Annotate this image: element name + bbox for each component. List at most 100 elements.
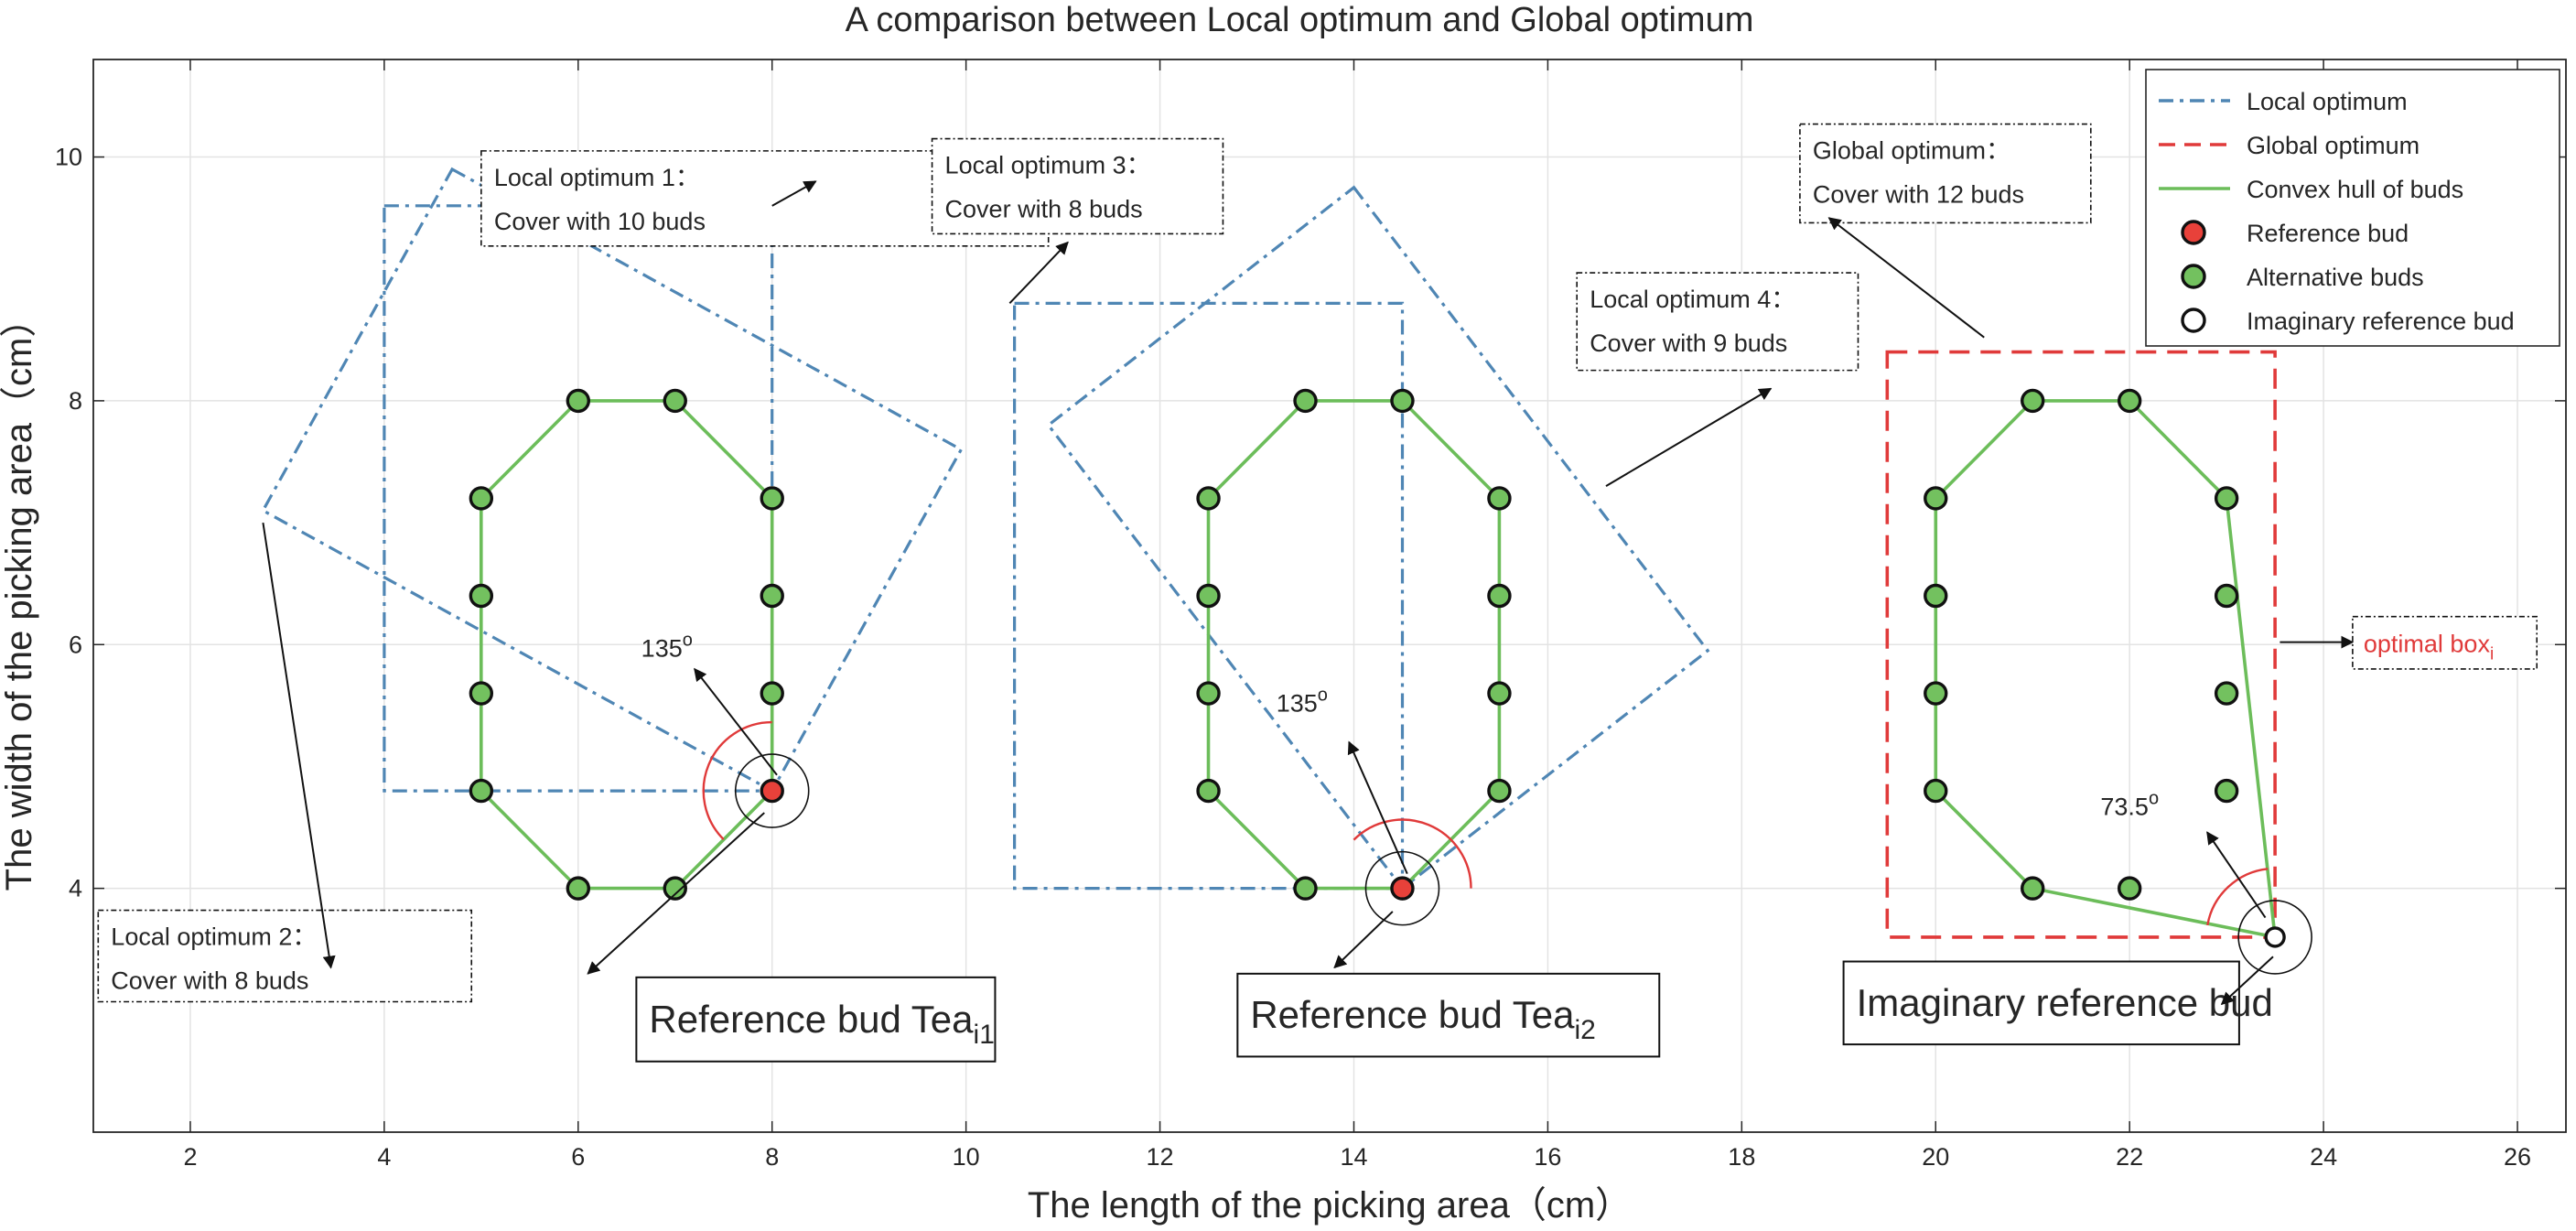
x-tick-label: 4 [377, 1143, 391, 1171]
alternative-bud-point [1924, 583, 1948, 609]
alternative-bud-point [2117, 876, 2142, 901]
annotation-subscript: i [2490, 644, 2494, 664]
alternative-bud-point [1487, 778, 1512, 804]
y-tick-label: 8 [69, 387, 82, 415]
alternative-bud-point [663, 388, 687, 414]
alternative-bud-point [1487, 583, 1512, 609]
annotation-box-ob [2352, 615, 2538, 670]
annotation-text-go: Cover with 12 buds [1813, 181, 2024, 209]
alternative-bud-point [1196, 778, 1221, 804]
reference-label-subscript: i2 [1574, 1015, 1595, 1045]
annotation-box-lo3 [931, 137, 1224, 235]
alternative-bud-point [760, 681, 784, 706]
alternative-bud-point [566, 388, 591, 414]
alternative-bud-point [1293, 876, 1318, 901]
annotations: Local optimum 1：Cover with 10 budsLocal … [97, 123, 2538, 1063]
x-tick-label: 8 [765, 1143, 779, 1171]
y-tick-label: 6 [69, 631, 82, 658]
alternative-bud-point [2214, 681, 2239, 706]
reference-bud-ring [734, 753, 810, 828]
annotation-text-lo3: Cover with 8 buds [945, 196, 1143, 223]
reference-bud-ring [1364, 850, 1440, 926]
reference-bud-point [760, 778, 784, 804]
annotation-text-lo3: Local optimum 3： [945, 152, 1151, 179]
angle-degree: o [1318, 686, 1328, 706]
annotation-text-lo4: Local optimum 4： [1590, 286, 1795, 313]
angle-arrow-3 [2206, 831, 2267, 919]
chart-title: A comparison between Local optimum and G… [846, 1, 1754, 39]
alternative-bud-point [2214, 486, 2239, 511]
alternative-bud-point [2214, 583, 2239, 609]
alternative-bud-point [2021, 876, 2045, 901]
annotation-arrow-lo3 [1008, 241, 1069, 305]
bud-points [469, 388, 2312, 975]
reference-bud-point [1390, 876, 1415, 901]
legend-marker-6 [2181, 308, 2206, 333]
legend-label-5: Alternative buds [2247, 264, 2424, 291]
reference-label-arrow-1 [587, 812, 765, 975]
annotation-text-go: Global optimum： [1813, 137, 2010, 165]
angle-arrow-2 [1347, 740, 1408, 875]
alternative-bud-point [2214, 778, 2239, 804]
reference-label-3: Imaginary reference bud [1857, 981, 2273, 1024]
legend-label-2: Global optimum [2247, 132, 2420, 159]
x-tick-label: 10 [953, 1143, 980, 1171]
x-tick-label: 22 [2116, 1143, 2143, 1171]
angle-degree: o [683, 631, 693, 651]
alternative-bud-point [469, 681, 494, 706]
alternative-bud-point [469, 486, 494, 511]
x-tick-label: 2 [183, 1143, 197, 1171]
legend-label-1: Local optimum [2247, 88, 2408, 115]
angle-arc-2 [1353, 818, 1472, 889]
x-tick-label: 18 [1728, 1143, 1755, 1171]
y-tick-label: 10 [55, 144, 82, 171]
x-tick-label: 20 [1922, 1143, 1949, 1171]
reference-label-box-3 [1842, 960, 2240, 1046]
local-optimum-box-2 [261, 167, 964, 794]
annotation-arrow-lo2 [262, 522, 336, 969]
reference-label-subscript: i1 [974, 1020, 995, 1050]
alternative-bud-point [760, 486, 784, 511]
alternative-bud-point [663, 876, 687, 901]
alternative-bud-point [1196, 486, 1221, 511]
alternative-bud-point [1924, 778, 1948, 804]
annotation-text-lo2: Local optimum 2： [111, 923, 317, 951]
y-tick-label: 4 [69, 875, 82, 902]
reference-label-arrow-2 [1333, 911, 1394, 969]
imaginary-reference-bud-ring [2237, 900, 2312, 975]
legend-label-6: Imaginary reference bud [2247, 308, 2515, 335]
annotation-text-lo1: Cover with 10 buds [494, 208, 706, 235]
angle-label-1: 135o [641, 631, 693, 663]
legend-label-4: Reference bud [2247, 220, 2409, 247]
alternative-bud-point [2021, 388, 2045, 414]
x-tick-label: 6 [571, 1143, 585, 1171]
annotation-box-lo2 [97, 909, 473, 1003]
legend-marker-4 [2181, 220, 2206, 245]
angle-label-3: 73.5o [2100, 789, 2159, 821]
alternative-bud-point [469, 583, 494, 609]
angle-arrow-1 [694, 667, 778, 776]
annotation-text-lo4: Cover with 9 buds [1590, 329, 1787, 357]
angle-degree: o [2149, 789, 2159, 809]
alternative-bud-point [1196, 681, 1221, 706]
alternative-bud-point [1487, 681, 1512, 706]
legend-marker-5 [2181, 264, 2206, 289]
alternative-bud-point [469, 778, 494, 804]
alternative-bud-point [2117, 388, 2142, 414]
y-axis-label: The width of the picking area（cm） [0, 301, 39, 891]
angle-arc-3 [2206, 868, 2269, 926]
imaginary-reference-bud-point [2264, 926, 2286, 948]
alternative-bud-point [1924, 681, 1948, 706]
annotation-arrow-lo4 [1605, 387, 1773, 487]
annotation-arrow-lo1 [771, 180, 817, 207]
annotation-box-go [1799, 123, 2092, 224]
x-tick-label: 24 [2310, 1143, 2337, 1171]
plot-frame [92, 59, 2567, 1133]
alternative-bud-point [1196, 583, 1221, 609]
optimum-boxes [261, 167, 2277, 939]
legend-label-3: Convex hull of buds [2247, 176, 2463, 203]
annotation-text-lo1: Local optimum 1： [494, 164, 700, 191]
